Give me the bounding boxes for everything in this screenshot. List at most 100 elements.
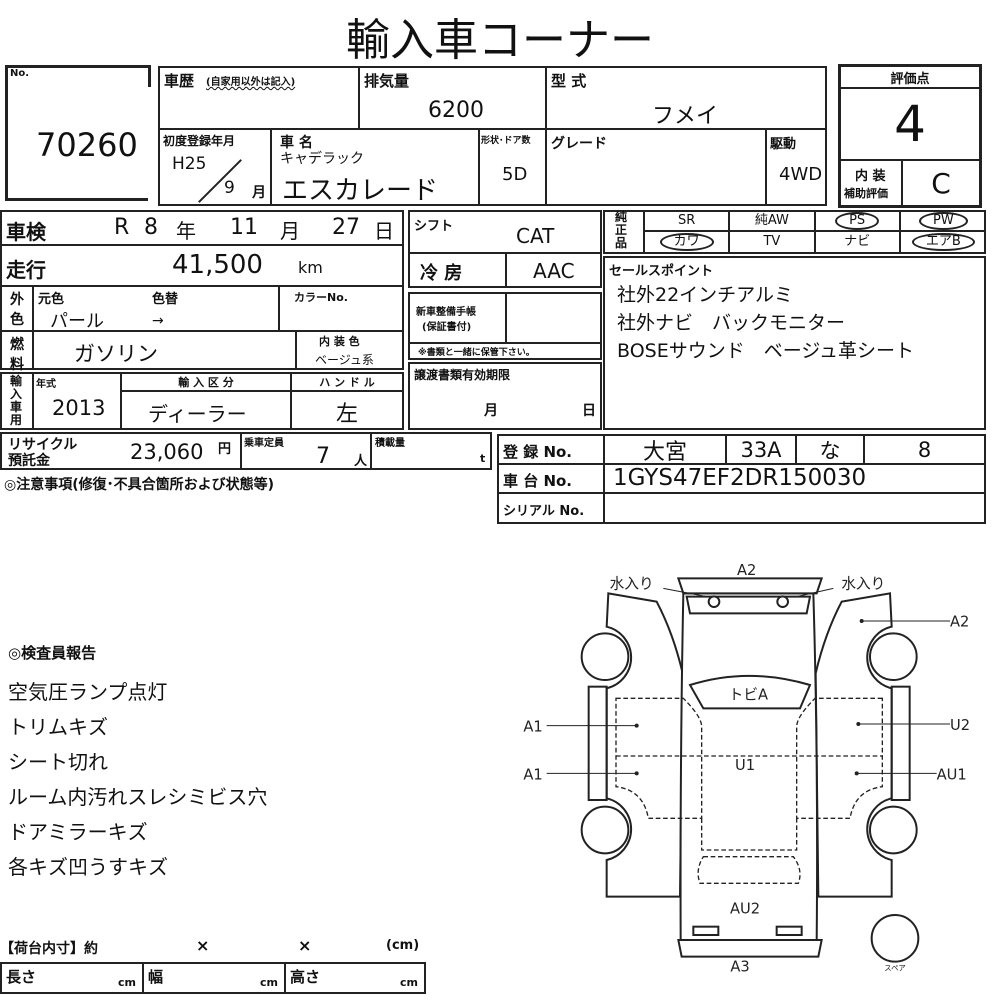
genuine-item: PW	[900, 212, 986, 232]
ac-label: 冷 房	[420, 263, 463, 284]
inspection-month-unit: 月	[280, 219, 300, 243]
cm-unit: cm	[260, 976, 278, 989]
label-front-bumper: A2	[737, 562, 756, 579]
inspection-year: 8	[144, 215, 158, 240]
genuine-item: SR	[645, 212, 731, 232]
model-code-cell: 型 式フメイ	[545, 66, 827, 130]
drive-value: 4WD	[779, 164, 823, 185]
genuine-item-label: TV	[763, 234, 781, 249]
recycle-unit: 円	[218, 442, 232, 457]
cargo-times: ×	[196, 936, 210, 955]
color-no-cell: カラーNo.	[278, 285, 404, 332]
car-damage-diagram: A2 水入り 水入り A2 トビA A1 A1 U2 AU1 U1 AU2 A3…	[523, 562, 970, 976]
chassis-label: 車 台 No.	[503, 472, 573, 490]
label-left-rear-door: A1	[523, 766, 542, 783]
inspection-day: 27	[332, 215, 360, 240]
shift-cell: シフト CAT	[408, 210, 602, 254]
label-spare: スペア	[884, 964, 905, 973]
lot-box: No. 70260	[5, 65, 151, 201]
color-change-label: 色替	[152, 292, 179, 307]
reg-kana: な	[819, 438, 841, 463]
shift-value: CAT	[516, 224, 555, 248]
label-right-headlamp: 水入り	[841, 575, 885, 592]
inspection-day-unit: 日	[374, 219, 394, 243]
lot-label: No.	[10, 68, 30, 79]
interior-color-cell: 内 装 色ベージュ系	[295, 330, 404, 370]
grade-label: グレード	[551, 136, 607, 152]
reg-number: 8	[917, 437, 932, 462]
history-label: 車歴	[164, 72, 195, 90]
reg-area: 大宮	[642, 439, 687, 465]
shift-label: シフト	[414, 219, 454, 234]
label-roof: U1	[735, 757, 755, 774]
label-right-front-door: U2	[950, 717, 970, 734]
exterior-color-cell: 元色 色替パール →	[32, 285, 280, 332]
serial-label: シリアル No.	[503, 504, 585, 519]
label-windshield: トビA	[729, 686, 768, 703]
import-type-label: 輸 入 区 分	[178, 376, 234, 389]
capacity-unit: 人	[354, 454, 368, 469]
wheel-icon	[868, 632, 918, 681]
displacement-value: 6200	[428, 98, 484, 123]
exterior-label: 外色	[10, 292, 24, 328]
ac-label-cell: 冷 房	[408, 252, 507, 288]
left-side-panel	[580, 592, 684, 898]
transfer-month-unit: 月	[484, 403, 498, 419]
load-label: 積載量	[375, 438, 405, 449]
body-value: 5D	[502, 164, 528, 185]
inspection-era: R	[114, 215, 130, 240]
label-left-front-door: A1	[523, 719, 542, 736]
wheel-icon	[868, 805, 918, 855]
model-code-value: フメイ	[652, 104, 719, 129]
genuine-item-label: 純AW	[754, 213, 789, 228]
lot-number: 70260	[36, 126, 138, 164]
wheel-icon	[580, 805, 630, 855]
label-left-headlamp: 水入り	[610, 575, 654, 592]
car-name-label: 車 名	[280, 135, 313, 151]
panel-divisions	[615, 697, 883, 884]
genuine-item-label: PW	[919, 212, 968, 230]
capacity-label: 乗車定員	[244, 438, 284, 449]
displacement-label: 排気量	[364, 72, 410, 90]
transfer-label: 譲渡書類有効期限	[414, 368, 511, 382]
first-reg-month: 9	[224, 178, 235, 198]
car-name-cell: 車 名キャデラックエスカレード	[270, 128, 480, 206]
label-right-rear-door: AU1	[937, 766, 967, 783]
capacity-value: 7	[316, 444, 330, 469]
mileage-row: 走行 41,500 km	[0, 244, 404, 287]
import-label-cell: 輸入車用	[0, 372, 34, 430]
score-label: 評価点	[890, 71, 930, 87]
color-no-label: カラーNo.	[294, 291, 348, 304]
first-reg-label: 初度登録年月	[163, 134, 236, 148]
orig-color-label: 元色	[38, 292, 65, 307]
car-body	[676, 577, 824, 958]
genuine-label: 純正品	[615, 210, 628, 250]
inspection-month: 11	[230, 215, 258, 240]
orig-color-value: パール	[50, 311, 104, 332]
sales-points-label: セールスポイント	[609, 264, 714, 279]
inspection-row: 車検 R 8 年 11 月 27 日	[0, 210, 404, 246]
transfer-day-unit: 日	[582, 403, 596, 419]
fuel-cell: ガソリン	[32, 330, 297, 370]
cargo-length-label: 長さ	[6, 968, 37, 986]
fuel-value: ガソリン	[74, 342, 158, 366]
label-rear: AU2	[730, 900, 760, 917]
genuine-item: TV	[730, 232, 816, 252]
ac-value: AAC	[533, 259, 575, 283]
mileage-label: 走行	[6, 258, 46, 282]
registration-table: 登 録 No. 大宮 33A な 8 車 台 No. 1GYS47EF2DR15…	[497, 434, 986, 524]
genuine-item: エアB	[901, 232, 986, 252]
genuine-item-label: カワ	[659, 233, 714, 251]
color-change-value: →	[152, 313, 164, 329]
import-year-label: 年式	[36, 379, 56, 390]
first-reg-month-unit: 月	[252, 185, 266, 201]
cargo-heading: 【荷台内寸】約	[0, 941, 98, 957]
